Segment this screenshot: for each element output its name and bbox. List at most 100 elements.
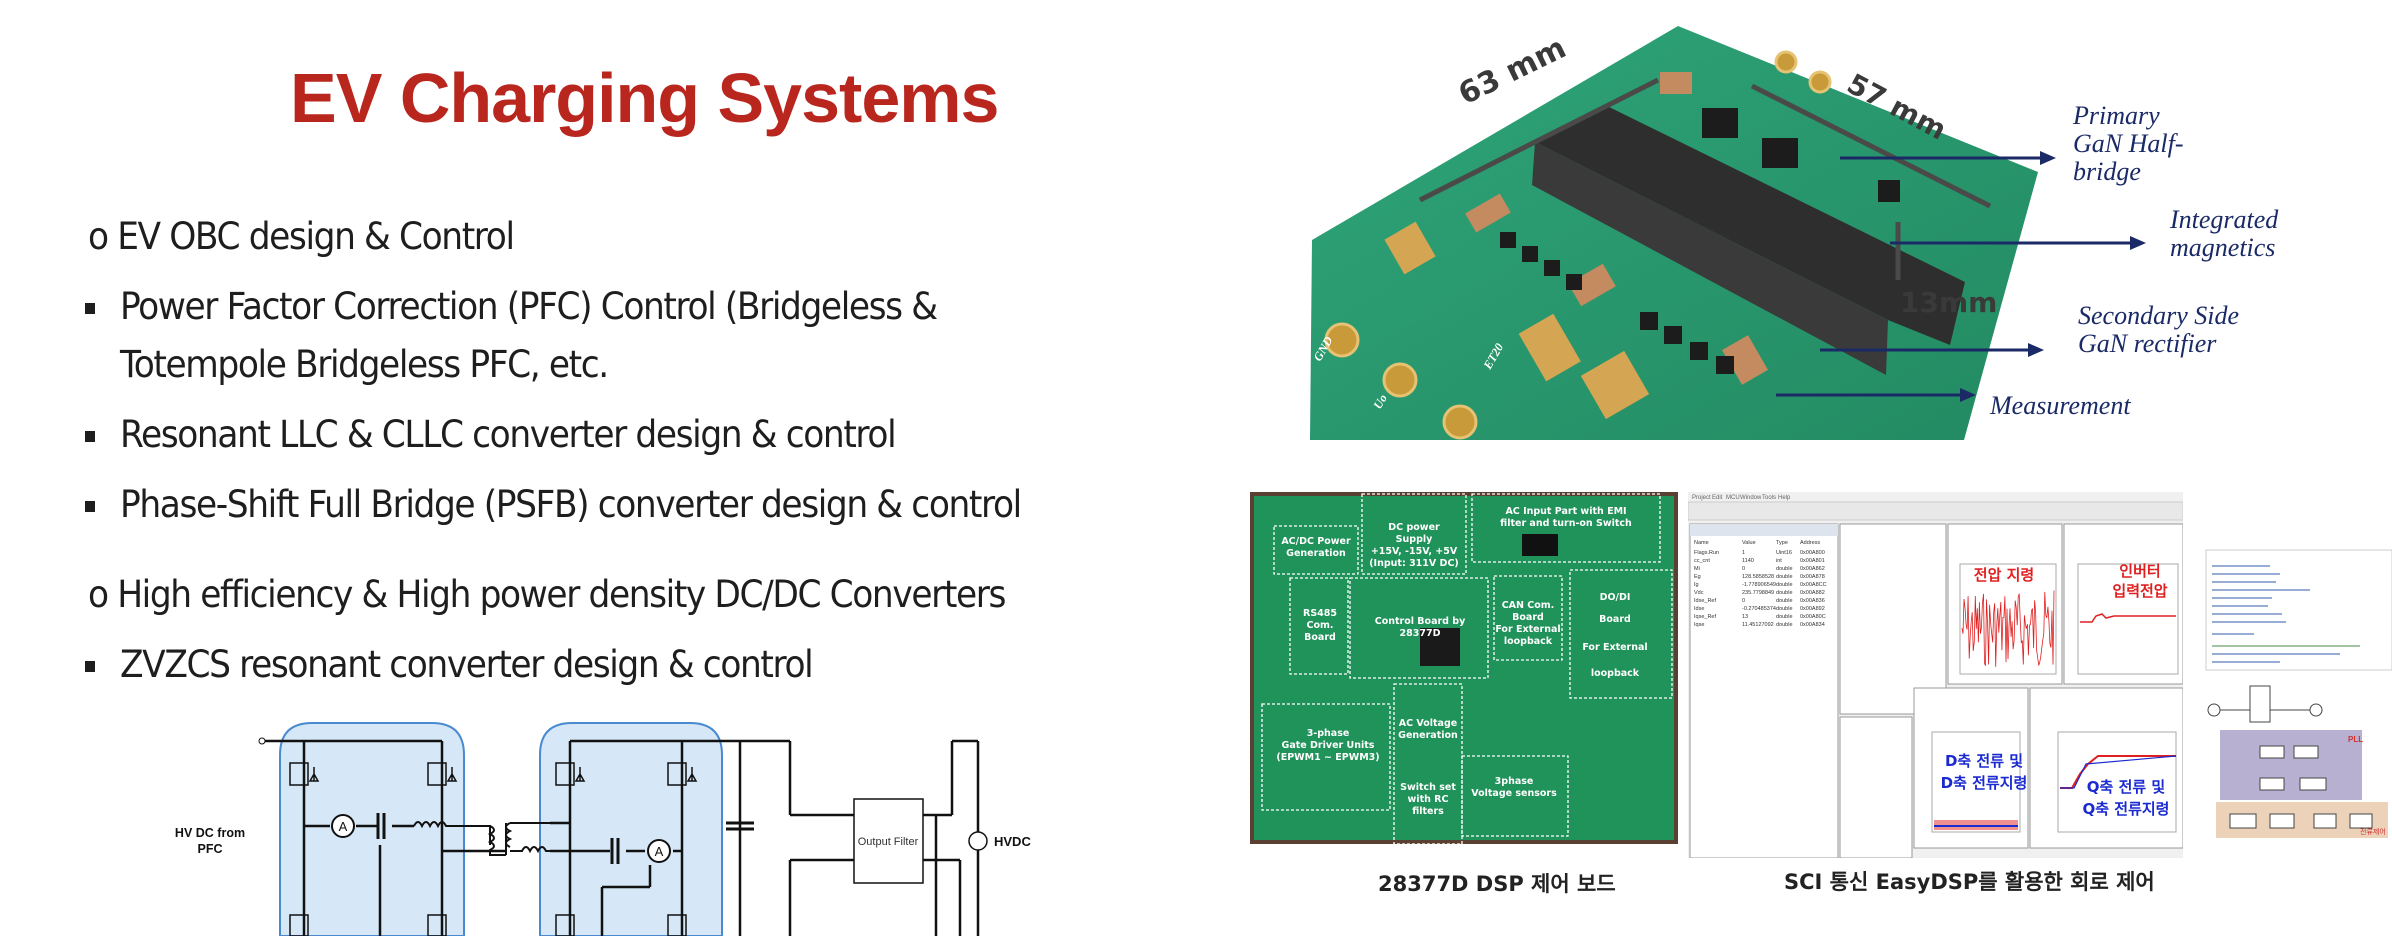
watch-header-cell: Type bbox=[1776, 540, 1788, 546]
callout-rectifier-2: GaN rectifier bbox=[2078, 329, 2217, 358]
mounting-holes bbox=[1324, 50, 1832, 440]
easydsp-caption: SCI 통신 EasyDSP를 활용한 회로 제어 bbox=[1784, 870, 2155, 894]
callout-primary-3: bridge bbox=[2073, 157, 2141, 186]
label-rs485-2: Com. bbox=[1306, 620, 1333, 631]
callout-magnetics-2: magnetics bbox=[2170, 233, 2275, 262]
watch-row-cell: Eg bbox=[1694, 574, 1701, 580]
primary-bridge-highlight bbox=[279, 722, 465, 936]
dim-height-label: 13mm bbox=[1900, 286, 1997, 319]
label-acv-1: AC Voltage bbox=[1399, 718, 1457, 729]
plot-label-voltage-cmd: 전압 지령 bbox=[1974, 566, 2034, 584]
label-switch-1: Switch set bbox=[1400, 782, 1456, 793]
watch-header-cell: Address bbox=[1800, 540, 1820, 546]
watch-row-cell: 0x00A882 bbox=[1800, 590, 1825, 596]
ammeter-secondary bbox=[647, 839, 671, 863]
plot-label-d-axis-2: D축 전류지령 bbox=[1941, 774, 2028, 792]
label-rs485-3: Board bbox=[1304, 632, 1336, 643]
label-can-3: For External bbox=[1495, 624, 1560, 635]
watch-row-cell: double bbox=[1776, 590, 1793, 596]
inverter-voltage-trace bbox=[2080, 613, 2176, 623]
bullet-llc: Resonant LLC & CLLC converter design & c… bbox=[120, 413, 897, 456]
bullet-pfc-line1: Power Factor Correction (PFC) Control (B… bbox=[120, 285, 938, 328]
label-acv-2: Generation bbox=[1398, 730, 1458, 741]
ammeter-primary-label: A bbox=[339, 819, 348, 834]
region-outlines bbox=[1261, 493, 1673, 844]
dsp-control-board-photo: AC/DC Power Generation DC power Supply +… bbox=[1250, 492, 1678, 844]
current-control-label: 전류제어 bbox=[2360, 827, 2386, 836]
inductors-transformer bbox=[413, 821, 550, 856]
pll-block bbox=[2220, 730, 2362, 800]
label-gate-1: 3-phase bbox=[1307, 728, 1350, 739]
code-and-control-diagram: PLL 전류제어 bbox=[2205, 549, 2392, 838]
watch-row-cell: double bbox=[1776, 622, 1793, 628]
gan-converter-pcb-photo: 63 mm 57 mm 13mm Primary GaN Half- bridg… bbox=[1310, 26, 2279, 440]
pll-label: PLL bbox=[2348, 735, 2363, 744]
bullet-zvzcs: ZVZCS resonant converter design & contro… bbox=[120, 643, 814, 686]
label-control-2: 28377D bbox=[1400, 628, 1441, 639]
label-dodi-1: DO/DI bbox=[1600, 592, 1631, 603]
label-dc-1: DC power bbox=[1388, 522, 1440, 533]
watch-row-cell: -0.270485374 bbox=[1742, 606, 1776, 612]
label-dodi-2: Board bbox=[1599, 614, 1631, 625]
menu-help: Help bbox=[1778, 495, 1791, 501]
label-dc-4: (Input: 311V DC) bbox=[1369, 558, 1459, 569]
label-dc-3: +15V, -15V, +5V bbox=[1371, 546, 1458, 557]
watch-row-cell: double bbox=[1776, 598, 1793, 604]
callout-arrows bbox=[1776, 156, 2130, 397]
watch-header-cell: Name bbox=[1694, 540, 1709, 546]
output-filter-block bbox=[853, 798, 924, 884]
slide-title: EV Charging Systems bbox=[290, 59, 999, 137]
watch-row-cell: 128.5858528 bbox=[1742, 574, 1774, 580]
silk-uo: Uo bbox=[1370, 392, 1389, 412]
label-acdc-2: Generation bbox=[1286, 548, 1346, 559]
capacitors bbox=[376, 813, 754, 864]
watch-row-cell: double bbox=[1776, 574, 1793, 580]
plot-label-d-axis-1: D축 전류 및 bbox=[1945, 752, 2023, 770]
menu-mcu: MCU bbox=[1726, 495, 1740, 501]
watch-row-cell: 0x00A836 bbox=[1800, 598, 1825, 604]
pcb-pads bbox=[1384, 221, 1650, 420]
bullet-marker bbox=[85, 431, 95, 442]
label-dc-2: Supply bbox=[1396, 534, 1433, 545]
bullet-marker bbox=[85, 661, 95, 672]
label-sensor-2: Voltage sensors bbox=[1471, 788, 1557, 799]
watch-row-cell: -1.778906549 bbox=[1742, 582, 1776, 588]
voltage-command-trace bbox=[1961, 590, 2055, 667]
label-can-1: CAN Com. bbox=[1502, 600, 1555, 611]
watch-row-cell: 0x00A801 bbox=[1800, 558, 1825, 564]
watch-row-cell: Idse bbox=[1694, 606, 1704, 612]
mosfet-switches bbox=[289, 762, 698, 936]
watch-row-cell: int bbox=[1776, 558, 1782, 564]
label-gate-2: Gate Driver Units bbox=[1282, 740, 1375, 751]
callout-rectifier-1: Secondary Side bbox=[2078, 301, 2239, 330]
watch-row-cell: double bbox=[1776, 566, 1793, 572]
watch-header-cell: Value bbox=[1742, 540, 1756, 546]
label-acin-2: filter and turn-on Switch bbox=[1500, 518, 1632, 529]
watch-row-cell: 235.7798849 bbox=[1742, 590, 1774, 596]
label-gate-3: (EPWM1 ~ EPWM3) bbox=[1276, 752, 1379, 763]
control-diagram-wires bbox=[2207, 685, 2373, 829]
ammeter-secondary-label: A bbox=[655, 844, 664, 859]
callout-primary-1: Primary bbox=[2072, 101, 2160, 130]
watch-row-cell: 0x00A8CC bbox=[1800, 582, 1827, 588]
label-switch-2: with RC bbox=[1408, 794, 1449, 805]
watch-row-cell: 11.45127092 bbox=[1742, 622, 1774, 628]
callout-primary-2: GaN Half- bbox=[2073, 129, 2184, 158]
bullet-marker bbox=[85, 303, 95, 314]
watch-row-cell: Uint16 bbox=[1776, 550, 1792, 556]
plot-label-q-axis-2: Q축 전류지령 bbox=[2083, 800, 2170, 818]
label-rs485-1: RS485 bbox=[1303, 608, 1337, 619]
watch-row-cell: 0x00A834 bbox=[1800, 622, 1825, 628]
label-sensor-1: 3phase bbox=[1495, 776, 1534, 787]
input-label-line2: PFC bbox=[198, 842, 223, 856]
bullet-pfc-line2: Totempole Bridgeless PFC, etc. bbox=[120, 343, 609, 386]
watch-row-cell: double bbox=[1776, 582, 1793, 588]
ammeter-primary bbox=[331, 814, 355, 838]
label-dodi-4: loopback bbox=[1591, 668, 1640, 679]
dsp-chip bbox=[1420, 628, 1460, 666]
gan-transistors bbox=[1500, 108, 1900, 374]
plot-label-inverter-1: 인버터 bbox=[2119, 562, 2160, 580]
watch-row-cell: 1140 bbox=[1742, 558, 1754, 564]
label-acin-1: AC Input Part with EMI bbox=[1505, 506, 1626, 517]
